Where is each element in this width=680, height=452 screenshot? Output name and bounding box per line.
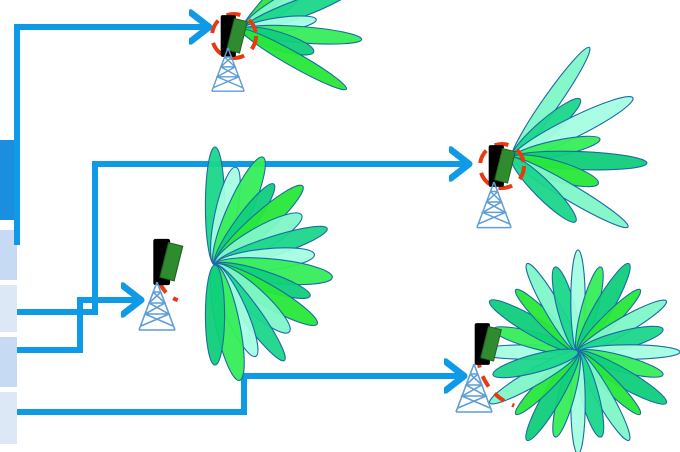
base-stations xyxy=(138,0,680,452)
coverage-ring xyxy=(210,12,258,60)
coverage-ring xyxy=(478,142,526,190)
station-top-center xyxy=(210,0,363,92)
side-panel xyxy=(0,140,17,444)
tower-icon xyxy=(211,47,245,92)
antenna-panel-icon xyxy=(474,323,502,365)
beam-lobe xyxy=(204,264,226,366)
beam-fan xyxy=(510,46,648,229)
beam-lobe xyxy=(492,348,579,379)
antenna-panel-icon xyxy=(220,15,248,57)
station-middle-left xyxy=(138,146,333,382)
antenna-panel-icon xyxy=(153,238,184,286)
antenna-panel-icon xyxy=(488,145,516,187)
side-bar-dark xyxy=(0,140,17,220)
tower-icon xyxy=(476,181,512,229)
flow-arrows xyxy=(14,27,468,415)
side-cell xyxy=(0,337,17,387)
arrow xyxy=(14,27,208,245)
arrow xyxy=(17,164,468,315)
arrow xyxy=(17,300,140,353)
side-cell xyxy=(0,392,17,444)
side-cell xyxy=(0,230,17,280)
side-cell xyxy=(0,285,17,332)
beam-fan xyxy=(204,146,333,382)
station-bottom-right xyxy=(455,249,680,452)
beam-fan xyxy=(475,249,680,452)
tower-icon xyxy=(455,363,493,413)
beam-fan xyxy=(241,0,363,91)
station-middle-right xyxy=(476,46,648,229)
arrow xyxy=(17,376,463,415)
tower-icon xyxy=(138,281,176,331)
